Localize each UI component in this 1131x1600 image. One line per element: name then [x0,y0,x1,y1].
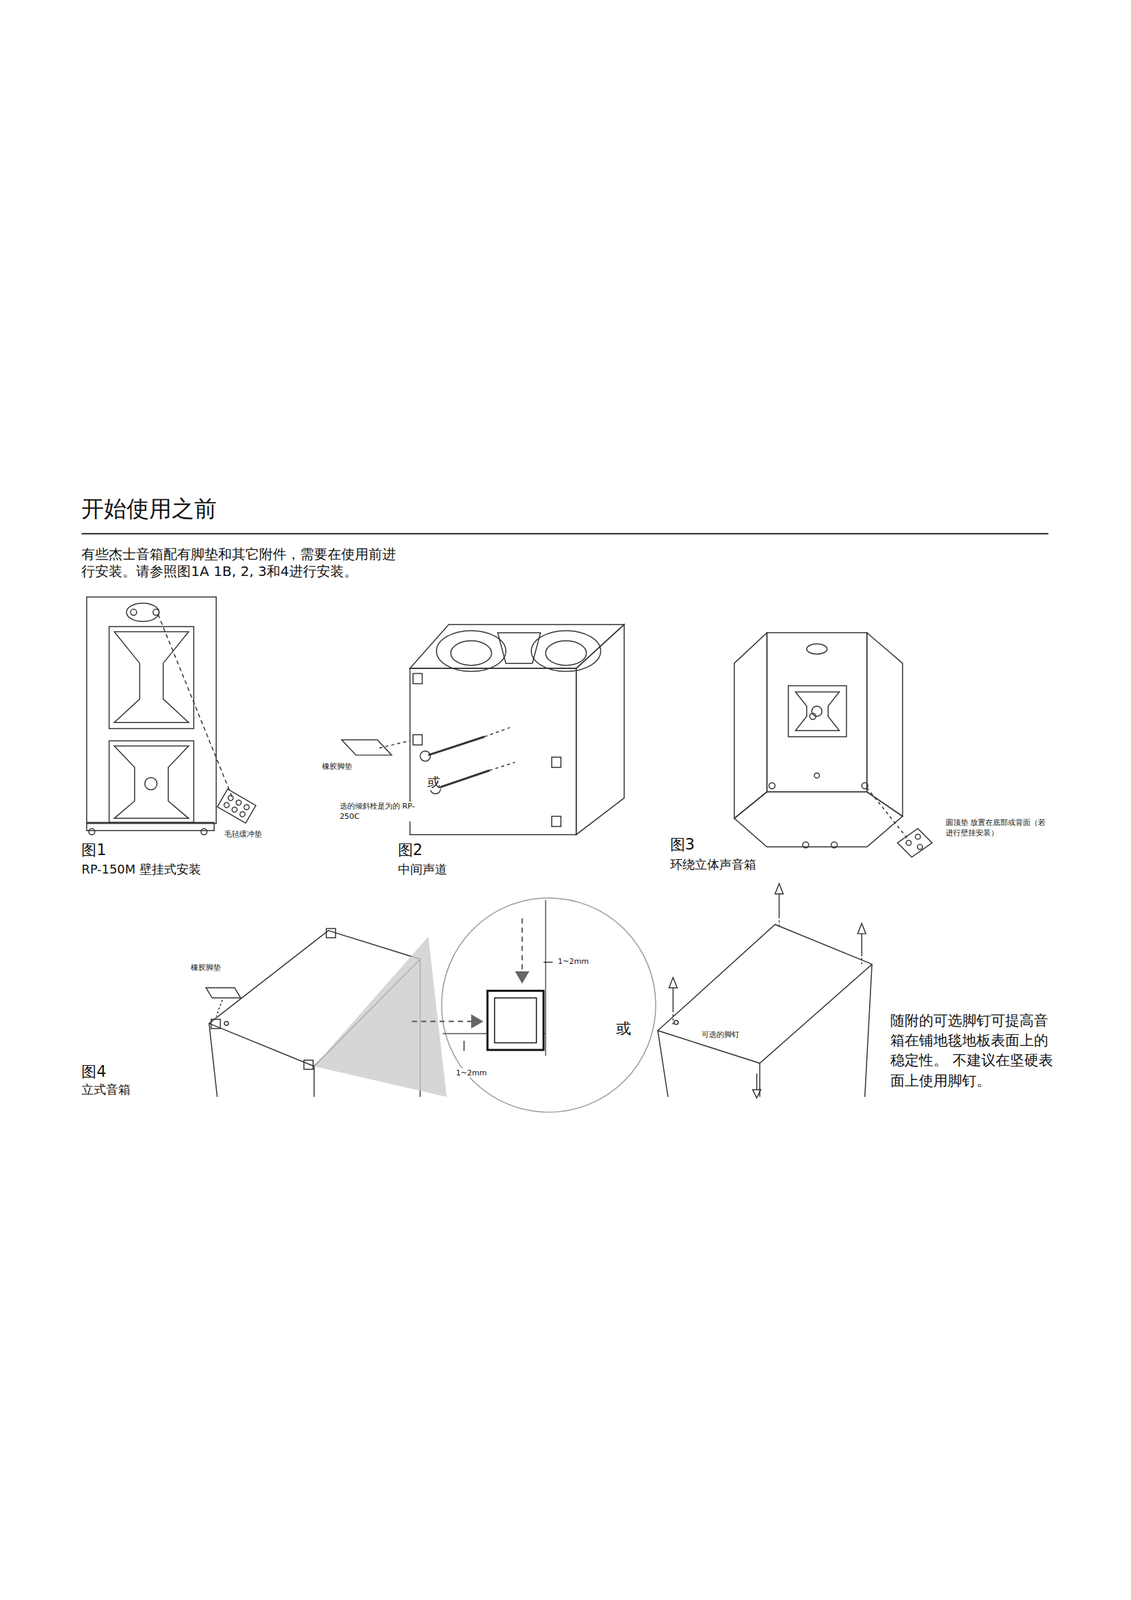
dimension-label: 1~2mm [557,956,589,966]
part-label: 毛毡缓冲垫 [224,829,262,839]
figure-number: 图4 [81,1061,106,1081]
or-text: 或 [616,1018,632,1038]
figure-caption: 立式音箱 [81,1081,131,1097]
figure-caption: 中间声道 [397,861,448,876]
figure-caption: RP-150M 壁挂式安装 [81,861,201,876]
or-text: 或 [427,774,441,790]
note-text: 随附的可选脚钉可提高音箱在铺地毯地板表面上的稳定性。 不建议在坚硬表面上使用脚钉… [890,1010,1054,1091]
part-label: 可选的脚钉 [701,1029,740,1039]
part-label: 橡胶脚垫 [190,962,221,972]
page-title: 开始使用之前 [81,495,217,523]
surround-speaker [734,632,933,857]
title-rule [81,532,1049,535]
intro-text: 有些杰士音箱配有脚垫和其它附件，需要在使用前进行安装。请参照图1A 1B, 2,… [81,545,408,580]
floorstanding-speaker-front [86,596,256,835]
tower-speaker-spikes [657,883,872,1098]
dimension-label: 1~2mm [456,1068,487,1077]
figure-caption: 环绕立体声音箱 [670,856,757,872]
part-label: 圆顶垫 放置在底部或背面（若进行壁挂安装） [945,817,1052,838]
figure-number: 图2 [397,840,423,859]
tower-speaker-top [205,897,656,1112]
part-label: 橡胶脚垫 [322,761,353,771]
part-label: 选的倾斜栓是为的 RP-250C [339,801,417,822]
figure-number: 图3 [670,834,695,854]
figure-number: 图1 [81,840,106,859]
